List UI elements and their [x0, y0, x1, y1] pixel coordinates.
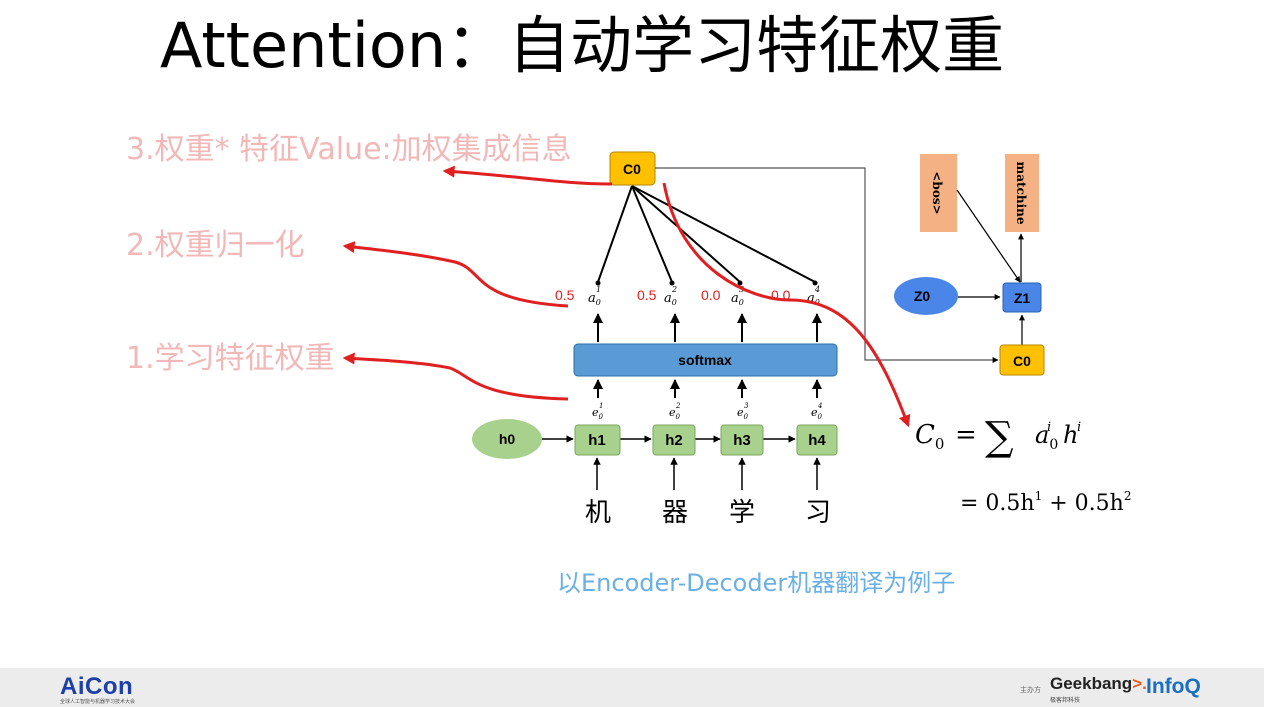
c0-right-label: C0 — [1013, 353, 1031, 369]
e-sup: 2 — [675, 402, 681, 410]
e-label: e0 — [592, 406, 604, 421]
a-label: a0 — [731, 291, 744, 307]
attention-diagram: C0 0.5 0.5 0.0 0.0 a0 1 a0 2 a0 3 a0 4 s… — [342, 151, 1131, 528]
formula-sum: ∑ — [985, 414, 1014, 460]
c0-top-label: C0 — [623, 161, 641, 177]
z1-node — [1002, 282, 1042, 313]
geekbang-text: Geekbang — [1050, 674, 1133, 693]
h1-label: h1 — [588, 432, 606, 449]
input-token: 习 — [805, 498, 831, 528]
e-labels: e0 1 e0 2 e0 3 e0 4 — [592, 402, 823, 421]
e-sup: 4 — [817, 402, 822, 410]
weight-dots — [595, 280, 818, 286]
footer: AiCon 全球人工智能与机器学习技术大会 主办方 Geekbang>. 极客邦… — [0, 668, 1264, 707]
geekbang-mark: >. — [1132, 674, 1147, 693]
infoq-logo: InfoQ — [1146, 675, 1201, 698]
softmax-label: softmax — [678, 352, 732, 368]
weight-value: 0.5 — [555, 287, 575, 303]
z0-label: Z0 — [914, 288, 931, 304]
red-arrow-step3 — [442, 165, 613, 186]
aicon-logo: AiCon — [60, 673, 134, 700]
formula-a-sup: i — [1047, 420, 1051, 435]
page-title: Attention：自动学习特征权重 — [160, 9, 1005, 82]
h4-label: h4 — [808, 432, 826, 449]
e-sup: 1 — [599, 402, 603, 410]
input-tokens: 机 器 学 习 — [585, 498, 831, 528]
step1-label: 1.学习特征权重 — [126, 341, 335, 376]
sponsor-label: 主办方 — [1020, 686, 1041, 694]
aicon-subtitle: 全球人工智能与机器学习技术大会 — [60, 699, 136, 705]
red-arrow-step1 — [342, 352, 569, 401]
a-sup: 2 — [671, 285, 677, 294]
h4-node — [796, 424, 838, 456]
softmax-bar — [573, 343, 838, 377]
z0-node — [894, 277, 958, 315]
formula-eq: = — [955, 420, 977, 450]
c0-right-node — [999, 344, 1045, 376]
red-annotation-arrows — [342, 165, 911, 428]
matchine-label: matchine — [1014, 162, 1028, 225]
bos-to-z1-line — [956, 189, 1021, 283]
input-token: 学 — [729, 498, 755, 528]
c0-to-decoder-line — [655, 167, 999, 363]
hidden-nodes — [574, 424, 838, 456]
formula: C0 = ∑ a0 i h i = 0.5h1 + 0.5h2 — [915, 414, 1131, 516]
geekbang-logo: Geekbang>. — [1050, 674, 1147, 694]
a-label: a0 — [664, 291, 677, 307]
step3-label: 3.权重* 特征Value:加权集成信息 — [126, 132, 572, 167]
weight-value: 0.5 — [637, 287, 657, 303]
formula-line2: = 0.5h1 + 0.5h2 — [960, 489, 1131, 516]
bos-label: <bos> — [930, 171, 944, 214]
input-token: 器 — [662, 498, 688, 528]
z1-label: Z1 — [1014, 290, 1031, 306]
h3-label: h3 — [733, 432, 751, 449]
bos-box — [920, 154, 957, 232]
h1-node — [574, 424, 621, 456]
c0-fan-lines — [597, 185, 816, 283]
a-sup: 4 — [814, 285, 820, 294]
caption: 以Encoder-Decoder机器翻译为例子 — [557, 569, 956, 597]
e-label: e0 — [811, 406, 823, 421]
e-sup: 3 — [744, 402, 749, 410]
h0-label: h0 — [499, 431, 516, 447]
weight-value: 0.0 — [701, 287, 721, 303]
red-arrow-step2 — [342, 241, 569, 308]
e-label: e0 — [737, 406, 749, 421]
softmax-output-arrows — [593, 313, 822, 342]
h2-label: h2 — [665, 432, 683, 449]
h3-node — [720, 424, 764, 456]
softmax-input-arrows — [593, 379, 822, 398]
input-token: 机 — [585, 498, 611, 528]
formula-h: h — [1063, 421, 1078, 449]
formula-a: a0 — [1035, 421, 1058, 453]
geekbang-subtitle: 极客邦科技 — [1050, 697, 1081, 704]
step2-label: 2.权重归一化 — [126, 228, 305, 263]
a-sup: 1 — [596, 285, 601, 294]
formula-h-sup: i — [1077, 420, 1081, 435]
formula-line1: C0 — [915, 420, 944, 453]
h2-node — [652, 424, 696, 456]
a-label: a0 — [588, 291, 601, 307]
matchine-box — [1005, 154, 1039, 232]
e-label: e0 — [669, 406, 681, 421]
hidden-labels: h1 h2 h3 h4 — [588, 432, 826, 449]
h0-node — [472, 419, 542, 459]
red-arrow-to-formula — [662, 182, 911, 428]
input-arrows — [593, 457, 821, 490]
